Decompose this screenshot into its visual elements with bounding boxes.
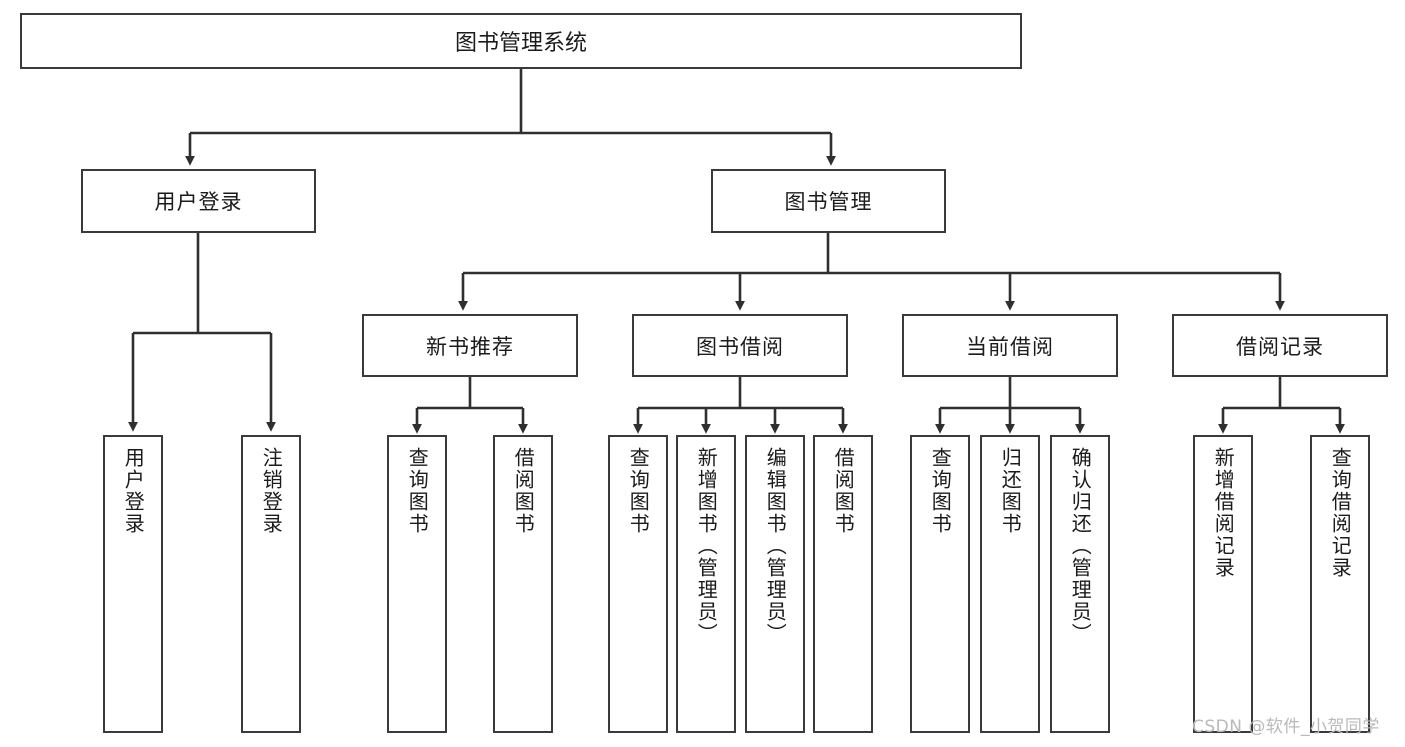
leaf-records-add-record[interactable]: 新增借阅记录 — [1193, 435, 1253, 733]
node-root-book-management-system[interactable]: 图书管理系统 — [20, 13, 1022, 69]
leaf-new-book-borrow[interactable]: 借阅图书 — [493, 435, 553, 733]
leaf-current-confirm-return[interactable]: 确认归还（管理员） — [1050, 435, 1110, 733]
node-label: 当前借阅 — [966, 334, 1054, 359]
leaf-current-return-book[interactable]: 归还图书 — [980, 435, 1040, 733]
leaf-label: 确认归还（管理员） — [1068, 447, 1093, 645]
leaf-label: 查询图书 — [626, 447, 651, 535]
watermark-credit: CSDN @软件_小贺同学 — [1192, 717, 1380, 737]
node-label: 借阅记录 — [1236, 334, 1324, 359]
leaf-label: 归还图书 — [998, 447, 1023, 535]
node-label: 图书借阅 — [696, 334, 784, 359]
leaf-label: 查询借阅记录 — [1328, 447, 1353, 579]
leaf-label: 注销登录 — [259, 447, 284, 535]
leaf-new-book-query[interactable]: 查询图书 — [387, 435, 447, 733]
node-label: 图书管理系统 — [454, 31, 587, 56]
leaf-label: 编辑图书（管理员） — [763, 447, 788, 645]
node-current-borrow[interactable]: 当前借阅 — [902, 314, 1118, 377]
leaf-label: 借阅图书 — [511, 447, 536, 535]
node-user-login[interactable]: 用户登录 — [81, 169, 316, 233]
leaf-borrow-borrow-book[interactable]: 借阅图书 — [813, 435, 873, 733]
node-label: 用户登录 — [154, 190, 243, 214]
leaf-label: 用户登录 — [121, 447, 146, 535]
leaf-user-login-login[interactable]: 用户登录 — [103, 435, 163, 733]
node-new-book-recommend[interactable]: 新书推荐 — [362, 314, 578, 377]
leaf-borrow-add-book[interactable]: 新增图书（管理员） — [676, 435, 736, 733]
leaf-records-query-record[interactable]: 查询借阅记录 — [1310, 435, 1370, 733]
leaf-label: 新增借阅记录 — [1211, 447, 1236, 579]
node-book-borrow[interactable]: 图书借阅 — [632, 314, 848, 377]
node-borrow-records[interactable]: 借阅记录 — [1172, 314, 1388, 377]
leaf-label: 新增图书（管理员） — [694, 447, 719, 645]
node-label: 图书管理 — [784, 190, 873, 214]
leaf-borrow-edit-book[interactable]: 编辑图书（管理员） — [745, 435, 805, 733]
leaf-current-query-book[interactable]: 查询图书 — [910, 435, 970, 733]
leaf-label: 查询图书 — [405, 447, 430, 535]
leaf-label: 借阅图书 — [831, 447, 856, 535]
leaf-borrow-query-book[interactable]: 查询图书 — [608, 435, 668, 733]
leaf-label: 查询图书 — [928, 447, 953, 535]
node-label: 新书推荐 — [426, 334, 514, 359]
node-book-management[interactable]: 图书管理 — [711, 169, 946, 233]
leaf-user-login-logout[interactable]: 注销登录 — [241, 435, 301, 733]
